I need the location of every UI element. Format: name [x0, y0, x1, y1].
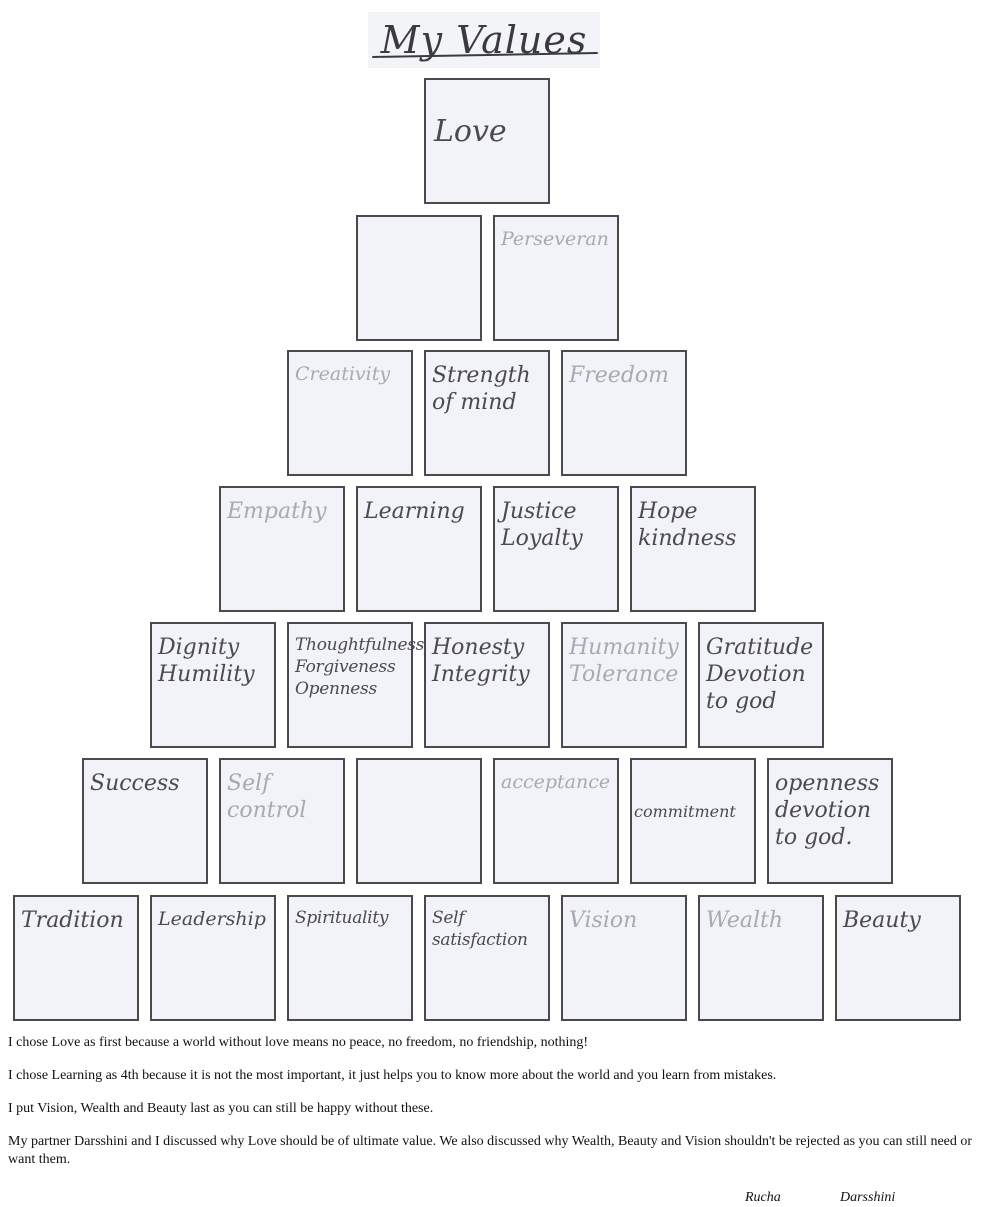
value-text: Leadership	[158, 908, 266, 930]
value-text: Dignity Humility	[158, 635, 255, 687]
title-background	[368, 12, 600, 68]
value-box: Self satisfaction	[424, 895, 550, 1021]
note-paragraph: My partner Darsshini and I discussed why…	[8, 1134, 973, 1167]
value-box: Love	[424, 78, 550, 204]
value-text: openness devotion to god.	[775, 771, 880, 850]
value-text: Love	[434, 114, 507, 149]
value-text: Creativity	[295, 363, 391, 385]
value-box: Hope kindness	[630, 486, 756, 612]
value-box: Gratitude Devotion to god	[698, 622, 824, 748]
value-box: Spirituality	[287, 895, 413, 1021]
notes: I chose Love as first because a world wi…	[8, 1034, 983, 1184]
value-box: Learning	[356, 486, 482, 612]
value-text: Spirituality	[295, 908, 389, 928]
value-box	[356, 758, 482, 884]
value-text: Empathy	[227, 499, 327, 524]
value-box: acceptance	[493, 758, 619, 884]
value-text: Justice Loyalty	[501, 499, 583, 551]
note-paragraph: I put Vision, Wealth and Beauty last as …	[8, 1101, 434, 1116]
value-text: Freedom	[569, 363, 670, 388]
value-box: Justice Loyalty	[493, 486, 619, 612]
value-box: Strength of mind	[424, 350, 550, 476]
value-text: Self control	[227, 771, 307, 823]
value-text: Thoughtfulness Forgiveness Openness	[295, 635, 425, 699]
value-text: Hope kindness	[638, 499, 737, 551]
value-text: Success	[90, 771, 180, 796]
value-text: Humanity Tolerance	[569, 635, 679, 687]
value-box: Success	[82, 758, 208, 884]
value-text: Learning	[364, 499, 465, 524]
signature-darsshini: Darsshini	[840, 1190, 896, 1205]
value-text: commitment	[634, 802, 736, 821]
value-text: Self satisfaction	[432, 908, 528, 950]
value-text: acceptance	[501, 771, 611, 793]
value-text: Gratitude Devotion to god	[706, 635, 814, 714]
value-text: Vision	[569, 908, 638, 933]
value-text: Wealth	[706, 908, 783, 933]
value-box: openness devotion to god.	[767, 758, 893, 884]
note-paragraph: I chose Love as first because a world wi…	[8, 1035, 589, 1050]
value-text: Tradition	[21, 908, 124, 933]
value-box: Dignity Humility	[150, 622, 276, 748]
note-paragraph: I chose Learning as 4th because it is no…	[8, 1068, 777, 1083]
value-text: Perseveran	[501, 228, 609, 250]
value-box: commitment	[630, 758, 756, 884]
value-box: Tradition	[13, 895, 139, 1021]
value-box: Beauty	[835, 895, 961, 1021]
signature-rucha: Rucha	[745, 1190, 781, 1205]
value-box: Wealth	[698, 895, 824, 1021]
value-box: Perseveran	[493, 215, 619, 341]
value-box: Honesty Integrity	[424, 622, 550, 748]
value-box: Thoughtfulness Forgiveness Openness	[287, 622, 425, 748]
value-box: Self control	[219, 758, 345, 884]
value-text: Beauty	[843, 908, 921, 933]
value-box	[356, 215, 482, 341]
value-box: Empathy	[219, 486, 345, 612]
value-text: Honesty Integrity	[432, 635, 530, 687]
value-box: Humanity Tolerance	[561, 622, 687, 748]
value-box: Vision	[561, 895, 687, 1021]
value-box: Freedom	[561, 350, 687, 476]
value-text: Strength of mind	[432, 363, 531, 415]
value-box: Creativity	[287, 350, 413, 476]
value-box: Leadership	[150, 895, 276, 1021]
